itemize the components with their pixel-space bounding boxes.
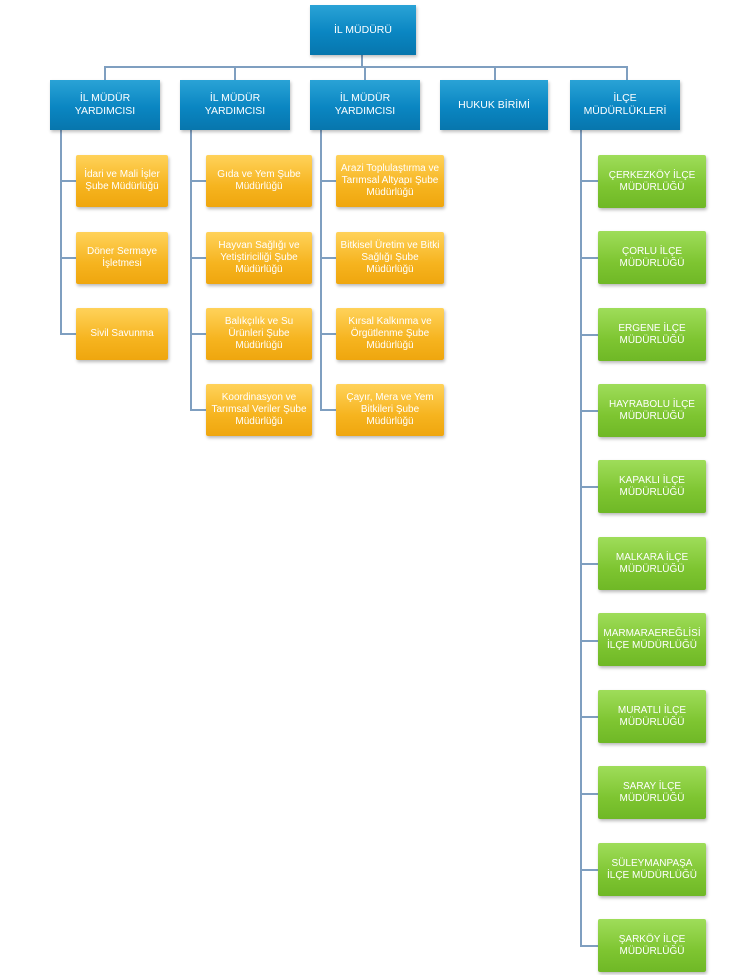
branch-connector: [580, 257, 598, 259]
district-directorate-box: MURATLI İLÇE MÜDÜRLÜĞÜ: [598, 690, 706, 743]
root-director-box: İL MÜDÜRÜ: [310, 5, 416, 55]
branch-connector: [580, 130, 582, 946]
unit-box: Bitkisel Üretim ve Bitki Sağlığı Şube Mü…: [336, 232, 444, 284]
top-level-bus: [104, 66, 628, 68]
unit-box: Hayvan Sağlığı ve Yetiştiriciliği Şube M…: [206, 232, 312, 284]
district-directorate-box: ÇORLU İLÇE MÜDÜRLÜĞÜ: [598, 231, 706, 284]
district-directorate-box: ÇERKEZKÖY İLÇE MÜDÜRLÜĞÜ: [598, 155, 706, 208]
unit-box: Arazi Toplulaştırma ve Tarımsal Altyapı …: [336, 155, 444, 207]
top-level-drop: [494, 66, 496, 80]
district-directorate-box: MARMARAEREĞLİSİ İLÇE MÜDÜRLÜĞÜ: [598, 613, 706, 666]
branch-connector: [60, 180, 76, 182]
unit-box: Gıda ve Yem Şube Müdürlüğü: [206, 155, 312, 207]
branch-connector: [580, 410, 598, 412]
district-directorate-box: KAPAKLI İLÇE MÜDÜRLÜĞÜ: [598, 460, 706, 513]
district-directorate-box: ŞARKÖY İLÇE MÜDÜRLÜĞÜ: [598, 919, 706, 972]
unit-box: Döner Sermaye İşletmesi: [76, 232, 168, 284]
branch-connector: [320, 333, 336, 335]
branch-connector: [580, 563, 598, 565]
unit-box: Koordinasyon ve Tarımsal Veriler Şube Mü…: [206, 384, 312, 436]
deputy-director-box-2: İL MÜDÜR YARDIMCISI: [180, 80, 290, 130]
unit-box: Kırsal Kalkınma ve Örgütlenme Şube Müdür…: [336, 308, 444, 360]
district-directorate-box: HAYRABOLU İLÇE MÜDÜRLÜĞÜ: [598, 384, 706, 437]
branch-connector: [580, 334, 598, 336]
deputy-director-box-3: İL MÜDÜR YARDIMCISI: [310, 80, 420, 130]
branch-connector: [60, 130, 62, 334]
branch-connector: [320, 180, 336, 182]
branch-connector: [320, 257, 336, 259]
district-directorate-box: ERGENE İLÇE MÜDÜRLÜĞÜ: [598, 308, 706, 361]
branch-connector: [190, 257, 206, 259]
unit-box: İdari ve Mali İşler Şube Müdürlüğü: [76, 155, 168, 207]
district-directorate-box: MALKARA İLÇE MÜDÜRLÜĞÜ: [598, 537, 706, 590]
branch-connector: [320, 130, 322, 410]
district-directorates-box: İLÇE MÜDÜRLÜKLERİ: [570, 80, 680, 130]
top-level-drop: [364, 66, 366, 80]
legal-unit-box: HUKUK BİRİMİ: [440, 80, 548, 130]
branch-connector: [580, 716, 598, 718]
root-connector: [361, 55, 363, 67]
branch-connector: [60, 257, 76, 259]
branch-connector: [580, 640, 598, 642]
branch-connector: [60, 333, 76, 335]
branch-connector: [580, 945, 598, 947]
branch-connector: [580, 869, 598, 871]
branch-connector: [190, 333, 206, 335]
unit-box: Balıkçılık ve Su Ürünleri Şube Müdürlüğü: [206, 308, 312, 360]
unit-box: Çayır, Mera ve Yem Bitkileri Şube Müdürl…: [336, 384, 444, 436]
branch-connector: [580, 793, 598, 795]
district-directorate-box: SÜLEYMANPAŞA İLÇE MÜDÜRLÜĞÜ: [598, 843, 706, 896]
top-level-drop: [234, 66, 236, 80]
branch-connector: [580, 180, 598, 182]
branch-connector: [190, 409, 206, 411]
top-level-drop: [104, 66, 106, 80]
branch-connector: [320, 409, 336, 411]
unit-box: Sivil Savunma: [76, 308, 168, 360]
top-level-drop: [626, 66, 628, 80]
branch-connector: [190, 130, 192, 410]
district-directorate-box: SARAY İLÇE MÜDÜRLÜĞÜ: [598, 766, 706, 819]
deputy-director-box-1: İL MÜDÜR YARDIMCISI: [50, 80, 160, 130]
branch-connector: [190, 180, 206, 182]
branch-connector: [580, 486, 598, 488]
